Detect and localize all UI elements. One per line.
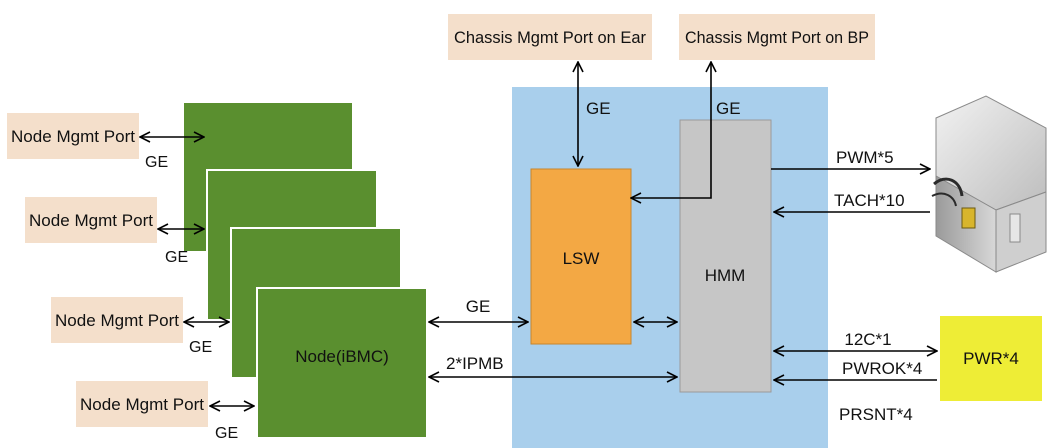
node-port-1-label: Node Mgmt Port: [11, 127, 135, 146]
node-stack: Node(iBMC): [182, 101, 428, 439]
hmm-label: HMM: [705, 266, 746, 285]
link-port-4-label: GE: [215, 425, 238, 442]
lsw-label: LSW: [563, 249, 600, 268]
node-port-4: Node Mgmt Port: [76, 381, 208, 427]
node-port-2: Node Mgmt Port: [25, 197, 157, 243]
link-bp-label: GE: [716, 99, 741, 118]
link-port-3-label: GE: [189, 339, 212, 356]
node-port-3-label: Node Mgmt Port: [55, 311, 179, 330]
link-prsnt-label: PRSNT*4: [839, 405, 913, 424]
node-port-2-label: Node Mgmt Port: [29, 211, 153, 230]
node-port-4-label: Node Mgmt Port: [80, 395, 204, 414]
link-node-hmm-label: 2*IPMB: [446, 354, 504, 373]
chassis-port-bp: Chassis Mgmt Port on BP: [679, 14, 875, 60]
link-node-lsw-label: GE: [466, 297, 491, 316]
link-ear-lsw-label: GE: [586, 99, 611, 118]
pwr-block: PWR*4: [940, 316, 1042, 401]
link-pwm-label: PWM*5: [836, 148, 894, 167]
lsw-block: LSW: [530, 168, 632, 345]
node-card-4: [256, 287, 428, 439]
hmm-block: HMM: [679, 119, 772, 393]
link-bp-lsw: [631, 62, 711, 198]
fan-module-icon: [931, 95, 1047, 273]
pwr-label: PWR*4: [963, 349, 1019, 368]
node-port-3: Node Mgmt Port: [51, 297, 183, 343]
link-port-1-label: GE: [145, 154, 168, 171]
chassis-port-bp-label: Chassis Mgmt Port on BP: [685, 28, 869, 47]
link-port-2-label: GE: [165, 249, 188, 266]
chassis-port-ear: Chassis Mgmt Port on Ear: [448, 14, 652, 60]
link-i2c-label: 12C*1: [844, 330, 891, 349]
link-tach-label: TACH*10: [834, 191, 905, 210]
link-pwrok-label: PWROK*4: [842, 359, 922, 378]
node-port-1: Node Mgmt Port: [7, 113, 139, 159]
node-label: Node(iBMC): [295, 347, 389, 366]
chassis-port-ear-label: Chassis Mgmt Port on Ear: [454, 28, 646, 47]
